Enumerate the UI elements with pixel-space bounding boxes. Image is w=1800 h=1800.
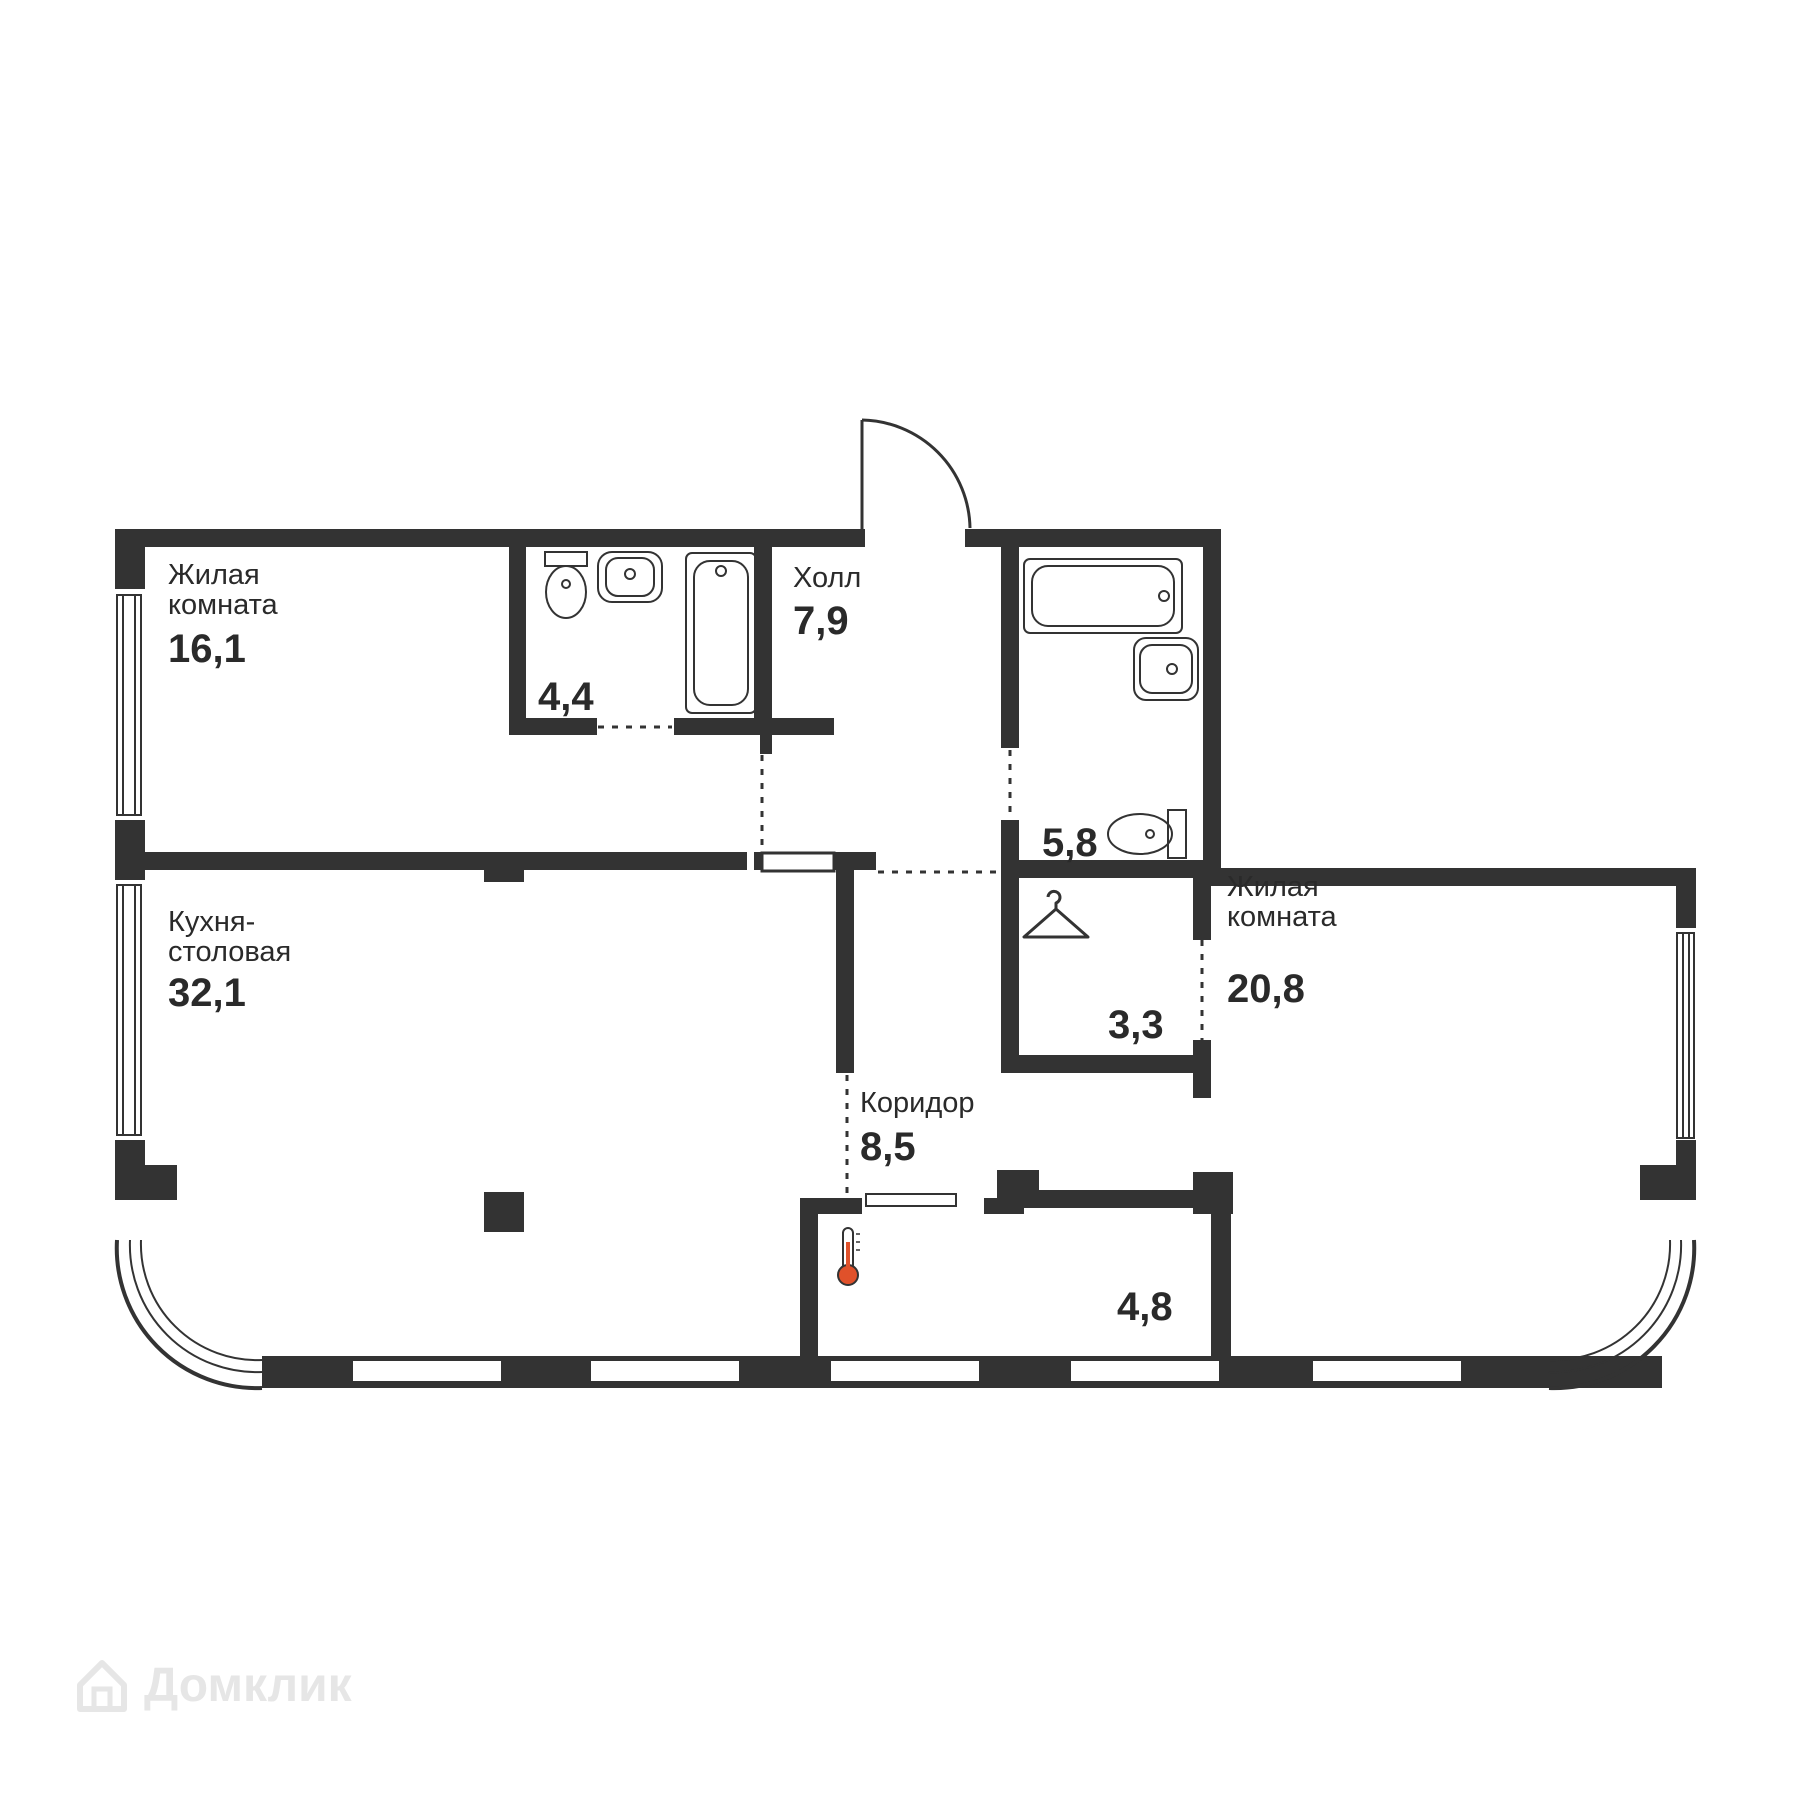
- room-area-hall: 7,9: [793, 599, 849, 643]
- toilet-bowl-icon: [1107, 813, 1173, 855]
- room-area-living1: 16,1: [168, 627, 246, 671]
- room-label-living2: Жилая комната: [1227, 871, 1337, 933]
- bathroom1-fixtures: [544, 551, 757, 714]
- room-area-corridor: 8,5: [860, 1125, 916, 1169]
- toilet-tank: [1167, 809, 1187, 859]
- hanger-icon: [1022, 889, 1090, 939]
- room-label-living1: Жилая комната: [168, 559, 278, 621]
- house-logo-icon: [77, 1660, 127, 1712]
- windows: [116, 594, 1695, 1383]
- room-label-hall: Холл: [793, 562, 862, 594]
- room-area-kitchen: 32,1: [168, 971, 246, 1015]
- curved-windows: [114, 1239, 1697, 1391]
- bathtub-icon: [685, 552, 757, 714]
- openings: [598, 725, 1204, 1196]
- thermometer-icon: [837, 1227, 860, 1286]
- room-area-wardrobe: 3,3: [1108, 1003, 1164, 1047]
- shaft: [760, 851, 836, 873]
- sink-icon: [597, 551, 663, 603]
- toilet-tank: [544, 551, 588, 567]
- room-area-balcony: 4,8: [1117, 1285, 1173, 1329]
- room-area-bath1: 4,4: [538, 675, 594, 719]
- column: [484, 1192, 524, 1232]
- watermark-text: Домклик: [144, 1658, 352, 1712]
- room-area-bath2: 5,8: [1042, 821, 1098, 865]
- room-area-living2: 20,8: [1227, 967, 1305, 1011]
- sink-icon: [1133, 637, 1199, 701]
- entry-door: [860, 418, 972, 530]
- walls: [115, 529, 1696, 1388]
- bathtub-icon: [1023, 558, 1183, 634]
- watermark: Домклик: [72, 1655, 352, 1715]
- room-label-corridor: Коридор: [860, 1087, 975, 1119]
- toilet-bowl-icon: [545, 565, 587, 619]
- room-label-kitchen: Кухня- столовая: [168, 906, 292, 968]
- bathroom2-fixtures: [1023, 558, 1199, 859]
